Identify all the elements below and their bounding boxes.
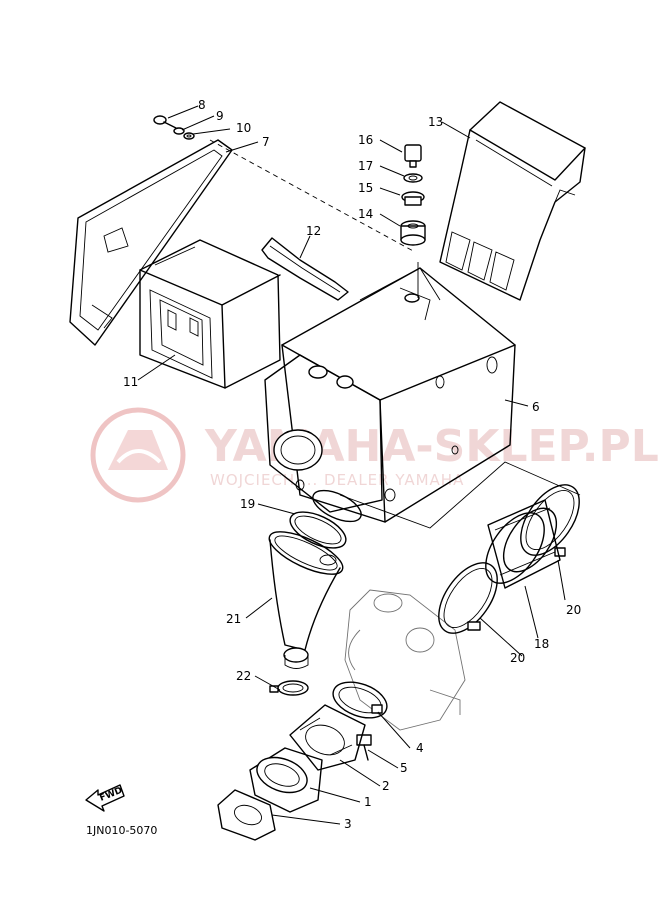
- part-4-clamp: [332, 681, 388, 719]
- callout-15: 15: [358, 181, 373, 195]
- callout-13: 13: [428, 115, 443, 129]
- callout-1: 1: [364, 795, 372, 809]
- callout-9: 9: [216, 109, 224, 123]
- callout-8: 8: [198, 98, 206, 112]
- callout-11: 11: [123, 375, 138, 389]
- watermark-title: YAMAHA-SKLEP.PL: [204, 421, 659, 472]
- watermark-subtitle: WOJCIECH ... DEALER YAMAHA: [210, 471, 464, 489]
- part-11-filter-case-cover: [69, 139, 233, 346]
- callout-6: 6: [532, 400, 540, 414]
- part-13-intake-duct: [439, 101, 586, 301]
- watermark: YAMAHA-SKLEP.PL WOJCIECH ... DEALER YAMA…: [90, 407, 659, 503]
- callout-19: 19: [240, 497, 255, 511]
- part-19-clamp: [289, 489, 362, 549]
- callouts: 8 9 10 7 16 17 15 14 13 12 11 6 19 21 22…: [123, 98, 581, 831]
- callout-17: 17: [358, 159, 373, 173]
- part-1-manifold: [249, 747, 323, 813]
- part-3-gasket: [217, 789, 276, 841]
- callout-22: 22: [236, 669, 251, 683]
- callout-12: 12: [306, 224, 321, 238]
- callout-18: 18: [534, 637, 549, 651]
- callout-7: 7: [262, 135, 270, 149]
- part-18-air-filter-joint: [485, 499, 561, 589]
- callout-10: 10: [236, 121, 251, 135]
- callout-20-upper: 20: [566, 603, 581, 617]
- callout-4: 4: [416, 741, 424, 755]
- part-20-clamp-lower: [438, 562, 498, 634]
- fwd-arrow: FWD: [85, 784, 125, 812]
- diagram-code: 1JN010-5070: [86, 824, 157, 837]
- part-5-bolt: [356, 734, 372, 761]
- callout-5: 5: [400, 761, 408, 775]
- parts-14-17-bolt-stack: [400, 144, 426, 246]
- callout-20-lower: 20: [510, 651, 525, 665]
- parts-8-10-screw: [153, 115, 195, 140]
- callout-16: 16: [358, 133, 373, 147]
- leader-lines: [137, 105, 566, 825]
- part-11-filter-element: [139, 239, 281, 389]
- callout-21: 21: [226, 612, 241, 626]
- callout-3: 3: [344, 817, 352, 831]
- part-12-band: [261, 237, 349, 301]
- part-6-air-filter-case: [264, 267, 516, 523]
- part-2-carburetor-joint: [289, 704, 366, 771]
- carburetor-outline: [344, 589, 466, 731]
- part-21-drain-hose: [268, 531, 344, 669]
- assembly-lines: [209, 139, 581, 529]
- watermark-logo: [90, 407, 186, 503]
- callout-2: 2: [382, 779, 390, 793]
- callout-14: 14: [358, 207, 373, 221]
